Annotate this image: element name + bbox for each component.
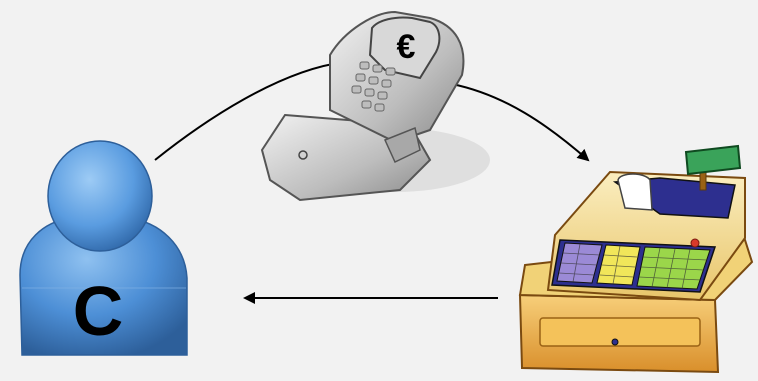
customer-figure: C — [20, 141, 187, 355]
phone-icon: € — [262, 12, 490, 200]
register-red-light — [691, 239, 699, 247]
register-drawer-lock — [612, 339, 618, 345]
register-drawer-panel — [540, 318, 700, 346]
customer-head — [48, 141, 152, 251]
register-display — [686, 146, 740, 174]
phone-screen-symbol: € — [397, 28, 416, 66]
customer-badge-letter: C — [73, 272, 124, 350]
register-keypad-green — [637, 247, 710, 289]
cash-register-icon — [520, 146, 752, 372]
